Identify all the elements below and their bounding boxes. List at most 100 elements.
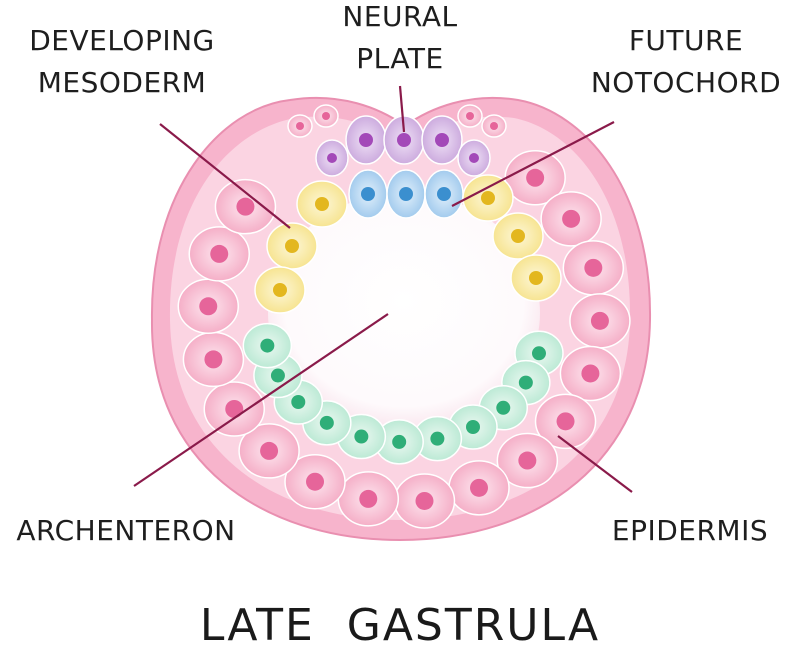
leader-line-future-notochord xyxy=(451,121,615,207)
epidermis-cell-nucleus xyxy=(584,258,603,277)
epidermis-cell xyxy=(238,423,300,479)
epidermis-cell xyxy=(448,460,510,516)
notochord-cells xyxy=(348,169,464,219)
notochord-cell-nucleus xyxy=(361,187,375,201)
neural-plate-cell xyxy=(457,139,491,177)
mesoderm-cell xyxy=(254,266,306,314)
mesoderm-cell-nucleus xyxy=(273,283,287,297)
epidermis-cell xyxy=(177,278,240,335)
epidermis-cell xyxy=(337,471,400,527)
mesoderm-cell-nucleus xyxy=(481,191,495,205)
notochord-cell-nucleus xyxy=(399,187,413,201)
epidermis-cell-nucleus xyxy=(260,441,279,460)
neural-plate-cell xyxy=(383,115,425,165)
epidermis-cell-nucleus xyxy=(322,112,330,120)
epidermis-cell xyxy=(284,453,346,510)
endoderm-cell-nucleus xyxy=(430,431,445,446)
epidermis-cell xyxy=(313,104,339,128)
endoderm-cell-nucleus xyxy=(291,394,306,409)
epidermis-cell-nucleus xyxy=(306,472,325,491)
label-developing-mesoderm-line2: MESODERM xyxy=(38,66,207,99)
neural-plate-cell-nucleus xyxy=(469,153,479,163)
epidermis-cell-nucleus xyxy=(562,209,581,228)
epidermis-cells xyxy=(177,104,631,529)
epidermis-cell xyxy=(203,381,266,437)
neural-plate-cell xyxy=(421,115,463,165)
endoderm-cell-nucleus xyxy=(466,419,480,434)
epidermis-cell xyxy=(182,331,245,388)
mesoderm-cell-nucleus xyxy=(315,197,329,211)
label-developing-mesoderm-line1: DEVELOPING xyxy=(29,24,215,57)
epidermis-cell-nucleus xyxy=(490,122,498,130)
epidermis-cell xyxy=(534,393,597,450)
neural-plate-cell xyxy=(345,115,387,165)
endoderm-cell-nucleus xyxy=(531,346,546,361)
leader-line-developing-mesoderm xyxy=(159,123,291,229)
endoderm-cell-nucleus xyxy=(260,338,275,353)
mesoderm-cell xyxy=(296,180,348,228)
neural-plate-cell xyxy=(315,139,349,177)
label-neural-plate-line2: PLATE xyxy=(356,42,443,75)
mesoderm-cell xyxy=(492,212,544,260)
mesoderm-cell xyxy=(510,254,562,302)
epidermis-cell-nucleus xyxy=(518,451,537,470)
epidermis-cell xyxy=(457,104,483,128)
mesoderm-cells xyxy=(254,174,562,314)
notochord-cell xyxy=(348,169,388,219)
endoderm-cell-nucleus xyxy=(496,400,511,415)
endoderm-cell xyxy=(242,322,293,369)
epidermis-cell xyxy=(504,150,566,206)
epidermis-cell-nucleus xyxy=(210,244,229,263)
epidermis-cell-nucleus xyxy=(556,412,575,431)
endoderm-cell-nucleus xyxy=(319,415,334,430)
leader-line-neural-plate xyxy=(398,85,406,133)
mesoderm-cell-nucleus xyxy=(511,229,525,243)
neural-plate-cell-nucleus xyxy=(435,133,449,147)
epidermis-cell-nucleus xyxy=(359,489,378,508)
epidermis-cell xyxy=(559,345,622,402)
epidermis-cell-nucleus xyxy=(225,400,244,418)
leader-line-epidermis xyxy=(557,435,633,493)
epidermis-cell-nucleus xyxy=(590,311,609,330)
epidermis-cell xyxy=(481,114,507,138)
diagram-title: LATE GASTRULA xyxy=(200,600,600,651)
label-future-notochord-line2: NOTOCHORD xyxy=(591,66,781,99)
notochord-cell-nucleus xyxy=(437,187,451,201)
notochord-cell xyxy=(424,169,464,219)
archenteron-cavity xyxy=(268,193,540,433)
endoderm-cell xyxy=(412,415,463,462)
neural-plate-cell-nucleus xyxy=(327,153,337,163)
endoderm-cell-nucleus xyxy=(518,375,533,390)
epidermis-cell-nucleus xyxy=(204,350,223,369)
label-epidermis: EPIDERMIS xyxy=(612,514,768,547)
epidermis-cell-nucleus xyxy=(581,364,600,383)
mesoderm-cell-nucleus xyxy=(529,271,543,285)
notochord-cell xyxy=(386,169,426,219)
epidermis-cell-nucleus xyxy=(236,197,255,216)
endoderm-cells xyxy=(242,322,564,465)
neural-plate-cell-nucleus xyxy=(359,133,373,147)
leader-line-archenteron xyxy=(133,313,389,487)
epidermis-cell-nucleus xyxy=(470,478,489,497)
label-neural-plate-line1: NEURAL xyxy=(342,0,457,33)
epidermis-cell-nucleus xyxy=(415,491,434,510)
epidermis-cell-nucleus xyxy=(526,168,545,187)
neural-plate-cell-nucleus xyxy=(397,133,411,147)
endoderm-cell-nucleus xyxy=(392,434,407,449)
epidermis-cell xyxy=(188,226,250,282)
epidermis-cell xyxy=(496,432,559,489)
mesoderm-cell-nucleus xyxy=(285,239,299,253)
epidermis-cell xyxy=(540,191,602,247)
epidermis-cell-nucleus xyxy=(296,122,304,130)
epidermis-cell xyxy=(569,293,631,349)
endoderm-cell-nucleus xyxy=(354,429,369,444)
label-archenteron: ARCHENTERON xyxy=(16,514,235,547)
epidermis-cell xyxy=(393,473,456,529)
epidermis-cell xyxy=(287,114,313,138)
epidermis-cell-nucleus xyxy=(466,112,474,120)
mesoderm-cell xyxy=(462,174,514,222)
mesoderm-cell xyxy=(266,222,318,270)
epidermis-cell-nucleus xyxy=(199,297,218,316)
epidermis-cell xyxy=(214,178,277,235)
